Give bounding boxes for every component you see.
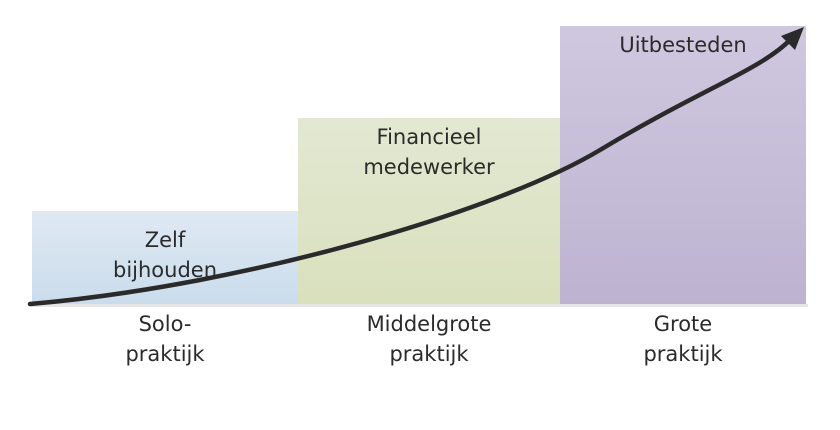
- arrow-head-icon: [781, 27, 804, 50]
- baseline: [30, 304, 808, 307]
- axis-label-solo: Solo-praktijk: [125, 312, 205, 366]
- growth-curve: [27, 37, 793, 307]
- stage-box-groot: Uitbesteden: [560, 26, 806, 305]
- stage-box-label: Uitbesteden: [619, 33, 747, 57]
